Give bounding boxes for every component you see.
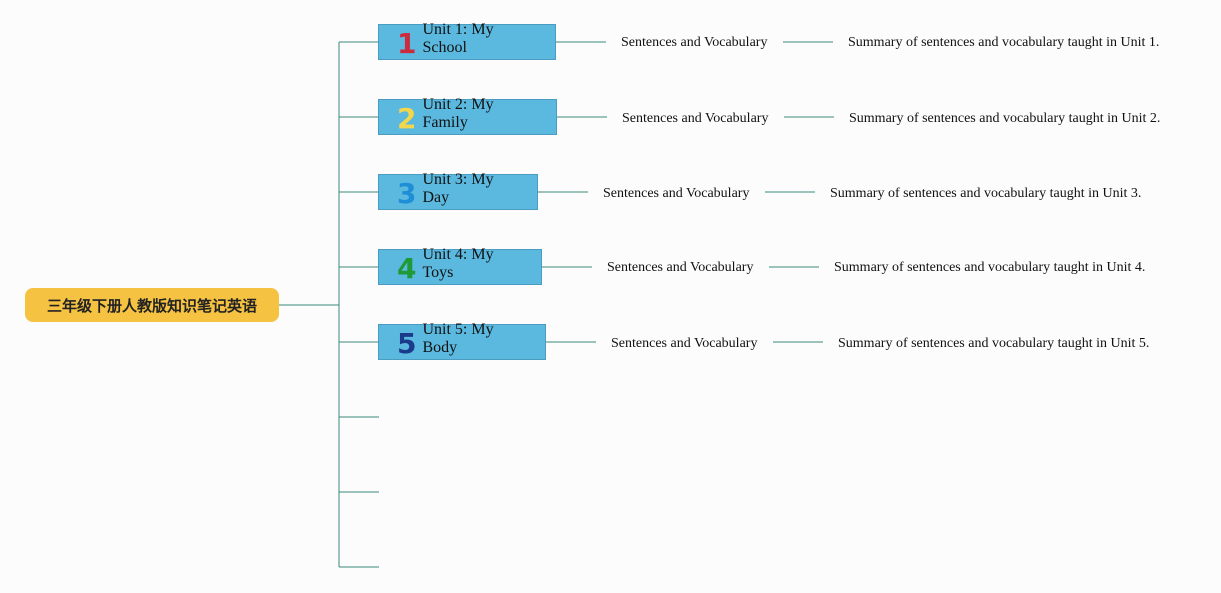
root-topic[interactable]: 三年级下册人教版知识笔记英语 [25,288,279,322]
unit-5-summary-topic[interactable]: Summary of sentences and vocabulary taug… [838,336,1150,351]
unit-5-topic[interactable]: 5 Unit 5: My Body [378,321,546,360]
unit-5-title: Unit 5: My Body [422,321,494,356]
unit-3-title: Unit 3: My Day [422,171,494,206]
unit-2-topic[interactable]: 2 Unit 2: My Family [378,96,557,135]
unit-2-child-topic[interactable]: Sentences and Vocabulary [622,111,769,126]
unit-1-title: Unit 1: My School [422,21,494,56]
unit-1-summary-topic[interactable]: Summary of sentences and vocabulary taug… [848,35,1160,50]
unit-4-child-topic[interactable]: Sentences and Vocabulary [607,260,754,275]
number-3-icon: 3 [397,177,417,210]
unit-3-summary-topic[interactable]: Summary of sentences and vocabulary taug… [830,186,1142,201]
unit-4-title: Unit 4: My Toys [422,246,494,281]
unit-2-title: Unit 2: My Family [422,96,494,131]
root-topic-label: 三年级下册人教版知识笔记英语 [46,296,257,315]
unit-3-child-topic[interactable]: Sentences and Vocabulary [603,186,750,201]
unit-3-topic[interactable]: 3 Unit 3: My Day [378,171,538,210]
unit-4-summary-topic[interactable]: Summary of sentences and vocabulary taug… [834,260,1146,275]
unit-5-child-topic[interactable]: Sentences and Vocabulary [611,336,758,351]
number-4-icon: 4 [397,252,417,285]
number-5-icon: 5 [397,327,417,360]
unit-2-summary-topic[interactable]: Summary of sentences and vocabulary taug… [849,111,1161,126]
unit-1-topic[interactable]: 1 Unit 1: My School [378,21,556,60]
unit-1-child-topic[interactable]: Sentences and Vocabulary [621,35,768,50]
number-1-icon: 1 [397,27,417,60]
number-2-icon: 2 [397,102,417,135]
unit-4-topic[interactable]: 4 Unit 4: My Toys [378,246,542,285]
